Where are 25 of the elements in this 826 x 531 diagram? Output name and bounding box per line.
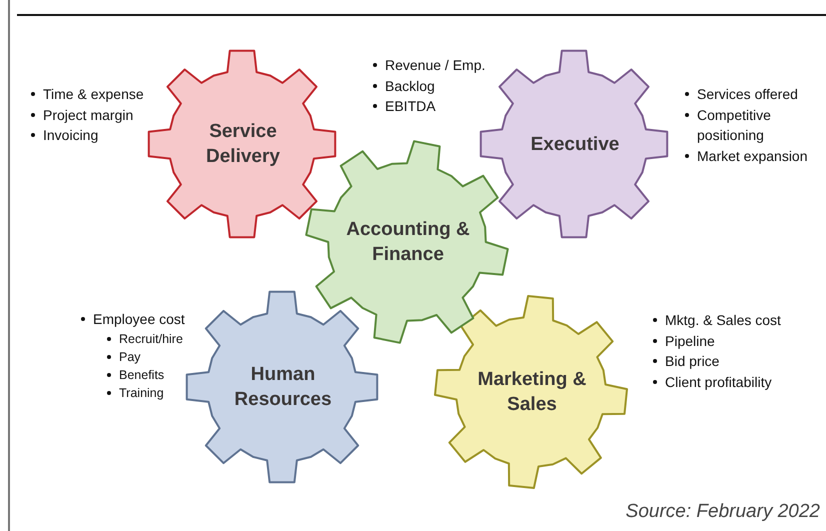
gear xyxy=(186,291,380,485)
bullet-item: Bid price xyxy=(652,351,825,372)
bullet-item: Competitive positioning xyxy=(684,104,826,146)
bullet-item: Revenue / Emp. xyxy=(372,55,515,76)
gear xyxy=(306,141,510,345)
bullet-item: Mktg. & Sales cost xyxy=(652,310,825,330)
gear-label: Executive xyxy=(530,132,620,157)
bullet-item: Services offered xyxy=(684,84,826,104)
bullet-item: Market expansion xyxy=(684,146,826,166)
bullet-item: Time & expense xyxy=(30,84,183,104)
gear xyxy=(435,296,629,490)
sub-bullet-item: Recruit/hire xyxy=(106,330,249,348)
gear-label: Marketing & Sales xyxy=(477,368,587,417)
source-caption: Source: February 2022 xyxy=(626,501,820,523)
gear-label: Accounting & Finance xyxy=(345,218,471,267)
bullet-item: Project margin xyxy=(30,104,183,125)
bullet-item: Backlog xyxy=(372,76,515,96)
bullet-item: Client profitability xyxy=(652,372,825,392)
bullet-item: Employee cost xyxy=(80,309,223,330)
bullet-item: EBITDA xyxy=(372,96,515,116)
gear-label: Service Delivery xyxy=(205,120,281,169)
sub-bullet-item: Pay xyxy=(106,348,249,366)
bullet-item: Pipeline xyxy=(652,330,825,351)
gear xyxy=(148,50,338,240)
bullet-item: Invoicing xyxy=(30,125,183,146)
